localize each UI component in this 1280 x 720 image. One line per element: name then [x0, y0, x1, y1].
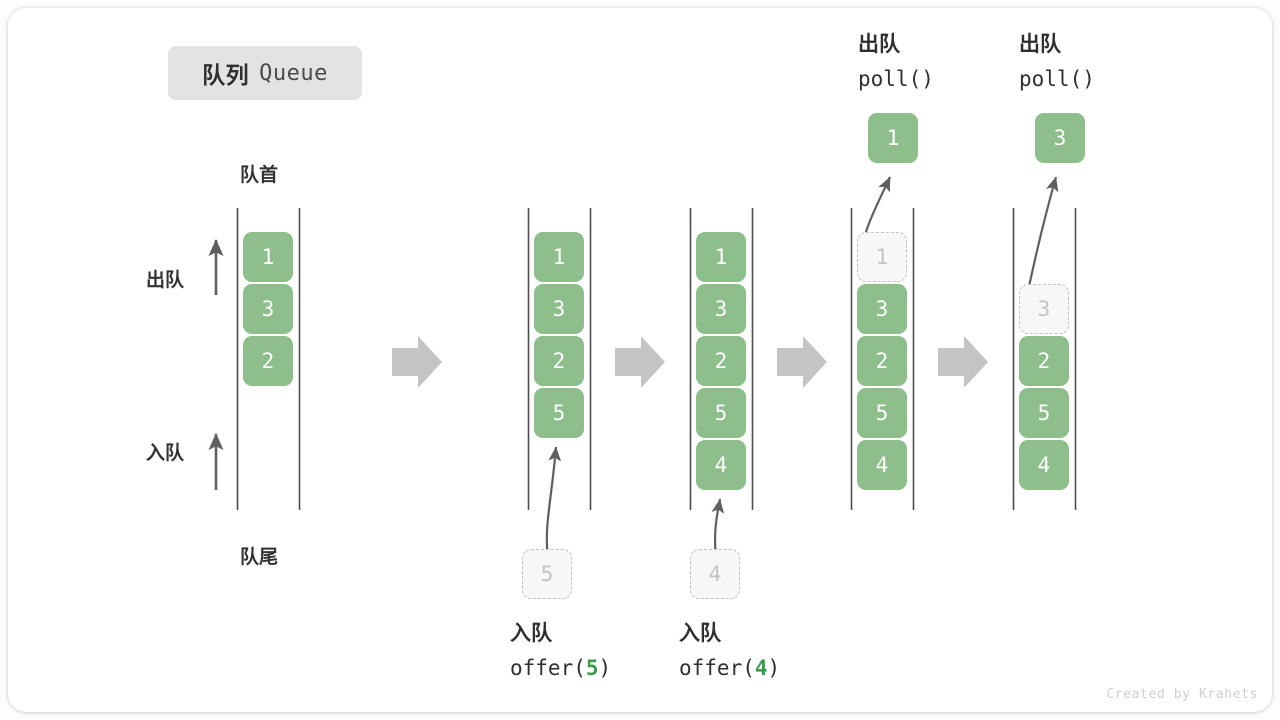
caption-offer-4: 入队 offer(4) — [679, 617, 780, 685]
caption-offer-5-code: offer(5) — [510, 651, 611, 685]
caption-poll-3-fn: poll( — [1019, 67, 1083, 91]
popped-element: 1 — [868, 113, 918, 163]
queue-rails-stage-2 — [527, 208, 592, 510]
queue-tail-label: 队尾 — [240, 547, 279, 568]
queue-element: 2 — [1019, 336, 1069, 386]
flow-arrow-3 — [777, 336, 827, 388]
caption-offer-5-cn: 入队 — [510, 622, 552, 645]
queue-element: 3 — [857, 284, 907, 334]
queue-element: 2 — [857, 336, 907, 386]
caption-poll-3: 出队 poll() — [1019, 28, 1095, 96]
queue-rails-stage-1 — [236, 208, 301, 510]
caption-offer-4-arg: 4 — [754, 656, 768, 680]
enqueue-direction-label: 入队 — [146, 443, 185, 464]
caption-offer-4-code: offer(4) — [679, 651, 780, 685]
flow-arrow-4 — [938, 336, 988, 388]
dequeue-direction-label: 出队 — [146, 270, 185, 291]
queue-element: 5 — [1019, 388, 1069, 438]
title-chinese: 队列 — [202, 62, 250, 88]
queue-element: 3 — [534, 284, 584, 334]
poll-3-arrow — [1025, 176, 1059, 297]
ghost-element: 3 — [1019, 284, 1069, 334]
caption-poll-1-fn: poll( — [858, 67, 922, 91]
queue-element: 2 — [534, 336, 584, 386]
caption-poll-1-close: ) — [921, 67, 934, 91]
caption-offer-4-close: ) — [767, 656, 781, 680]
credit-text: Created by Krahets — [1106, 687, 1258, 702]
caption-poll-3-cn: 出队 — [1019, 33, 1061, 56]
queue-element: 4 — [857, 440, 907, 490]
queue-rails-stage-4 — [850, 208, 915, 510]
caption-poll-3-code: poll() — [1019, 62, 1095, 96]
queue-element: 4 — [1019, 440, 1069, 490]
caption-offer-5-close: ) — [598, 656, 612, 680]
caption-poll-1-code: poll() — [858, 62, 934, 96]
queue-rails-stage-3 — [689, 208, 754, 510]
ghost-element: 5 — [522, 549, 572, 599]
queue-element: 2 — [243, 336, 293, 386]
queue-rails-stage-5 — [1012, 208, 1077, 510]
flow-arrow-2 — [615, 336, 665, 388]
ghost-element: 1 — [857, 232, 907, 282]
title-english: Queue — [259, 60, 328, 86]
queue-element: 5 — [857, 388, 907, 438]
flow-arrow-1 — [392, 336, 442, 388]
queue-element: 5 — [696, 388, 746, 438]
caption-poll-1-cn: 出队 — [858, 33, 900, 56]
queue-element-new: 5 — [534, 388, 584, 438]
caption-offer-5-arg: 5 — [585, 656, 599, 680]
caption-offer-4-fn: offer( — [679, 656, 755, 680]
queue-head-label: 队首 — [240, 165, 279, 186]
caption-poll-1: 出队 poll() — [858, 28, 934, 96]
ghost-element: 4 — [690, 549, 740, 599]
queue-element: 1 — [696, 232, 746, 282]
queue-element: 1 — [243, 232, 293, 282]
caption-offer-4-cn: 入队 — [679, 622, 721, 645]
caption-offer-5: 入队 offer(5) — [510, 617, 611, 685]
popped-element: 3 — [1035, 113, 1085, 163]
caption-poll-3-close: ) — [1082, 67, 1095, 91]
queue-element: 1 — [534, 232, 584, 282]
caption-offer-5-fn: offer( — [510, 656, 586, 680]
queue-element: 3 — [696, 284, 746, 334]
queue-element: 3 — [243, 284, 293, 334]
queue-element-new: 4 — [696, 440, 746, 490]
offer-5-arrow — [545, 446, 562, 561]
queue-element: 2 — [696, 336, 746, 386]
title-badge: 队列 Queue — [168, 46, 362, 100]
